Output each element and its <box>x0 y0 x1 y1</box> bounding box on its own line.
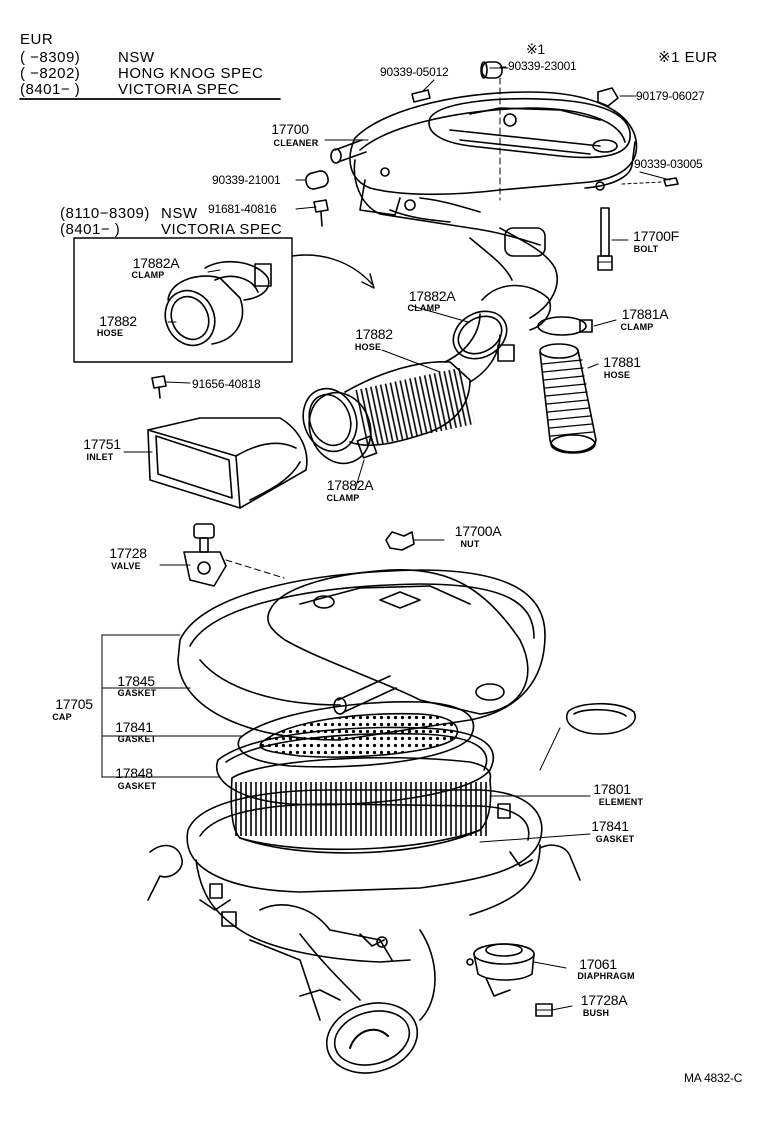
part-17841-a-name: GASKET <box>117 734 157 744</box>
part-91656-40818: 91656-40818 <box>192 377 261 391</box>
part-90179-06027: 90179-06027 <box>636 89 705 103</box>
header-line-1-range: ( −8309) <box>20 49 81 66</box>
part-17882A-top-num: 17882A <box>408 288 456 304</box>
part-17061-num: 17061 <box>579 956 617 972</box>
part-17882A-bot-name: CLAMP <box>326 493 360 503</box>
part-17882A-bot-num: 17882A <box>326 477 374 493</box>
air-cleaner-body-drawing <box>330 67 638 319</box>
part-17841-b-name: GASKET <box>595 834 635 844</box>
part-17728A-num: 17728A <box>580 992 628 1008</box>
diaphragm-drawing <box>466 943 535 997</box>
part-17881-name: HOSE <box>603 370 631 380</box>
part-17882A-inset-name: CLAMP <box>131 270 165 280</box>
note-mark: ※1 <box>526 41 545 57</box>
inlet-duct-drawing <box>147 417 308 509</box>
part-17801-num: 17801 <box>593 781 631 797</box>
part-17728-name: VALVE <box>111 561 141 571</box>
inset-line-1-range: (8110−8309) <box>60 205 150 222</box>
ribbed-hose-drawing <box>537 316 597 454</box>
part-17700-name: CLEANER <box>273 138 319 148</box>
figure-code: MA 4832-C <box>684 1071 743 1085</box>
part-17700-num: 17700 <box>271 121 309 137</box>
part-17061-name: DIAPHRAGM <box>577 971 635 981</box>
base-housing-drawing <box>147 789 581 1074</box>
part-17882-num: 17882 <box>355 326 393 342</box>
part-17882A-inset-num: 17882A <box>132 255 180 271</box>
note-eur: ※1 EUR <box>658 49 718 66</box>
part-17848-name: GASKET <box>117 781 157 791</box>
part-17841-a-num: 17841 <box>115 719 153 735</box>
part-17700F-name: BOLT <box>633 244 659 254</box>
part-17845-name: GASKET <box>117 688 157 698</box>
flex-hose-drawing <box>302 284 552 465</box>
inset-hose-drawing <box>164 260 272 347</box>
header-line-2-range: ( −8202) <box>20 65 81 82</box>
part-17700A-num: 17700A <box>454 523 502 539</box>
inset-line-2-range: (8401− ) <box>60 221 121 238</box>
header-region: EUR <box>20 31 54 48</box>
part-17848-num: 17848 <box>115 765 153 781</box>
part-90339-03005: 90339-03005 <box>634 157 703 171</box>
header-line-1-spec: NSW <box>118 49 155 66</box>
part-17700A-name: NUT <box>460 539 480 549</box>
part-17705-name: CAP <box>52 712 72 722</box>
cap-drawing <box>177 569 546 741</box>
inset-line-2-spec: VICTORIA SPEC <box>161 221 283 238</box>
part-17882-inset-num: 17882 <box>99 313 137 329</box>
part-17882-inset-name: HOSE <box>96 328 124 338</box>
part-17700F-num: 17700F <box>633 228 679 244</box>
part-90339-23001: 90339-23001 <box>508 59 577 73</box>
part-17728A-name: BUSH <box>582 1008 610 1018</box>
element-drawing <box>230 756 492 854</box>
part-17845-num: 17845 <box>117 673 155 689</box>
part-17881-num: 17881 <box>603 354 641 370</box>
header-line-3-spec: VICTORIA SPEC <box>118 81 240 98</box>
part-17705-num: 17705 <box>55 696 93 712</box>
part-17841-b-num: 17841 <box>591 818 629 834</box>
part-17882A-top-name: CLAMP <box>407 303 441 313</box>
header-line-3-range: (8401− ) <box>20 81 81 98</box>
header-line-2-spec: HONG KNOG SPEC <box>118 65 264 82</box>
part-91681-40816: 91681-40816 <box>208 202 277 216</box>
part-17882-name: HOSE <box>354 342 382 352</box>
part-17728-num: 17728 <box>109 545 147 561</box>
part-90339-05012: 90339-05012 <box>380 65 449 79</box>
part-17751-name: INLET <box>86 452 114 462</box>
part-17881A-name: CLAMP <box>620 322 654 332</box>
part-17801-name: ELEMENT <box>598 797 644 807</box>
inset-box <box>73 237 293 363</box>
inset-line-1-spec: NSW <box>161 205 198 222</box>
part-17751-num: 17751 <box>83 436 121 452</box>
valve-drawing <box>183 523 227 587</box>
part-90339-21001: 90339-21001 <box>212 173 281 187</box>
part-17881A-num: 17881A <box>621 306 669 322</box>
